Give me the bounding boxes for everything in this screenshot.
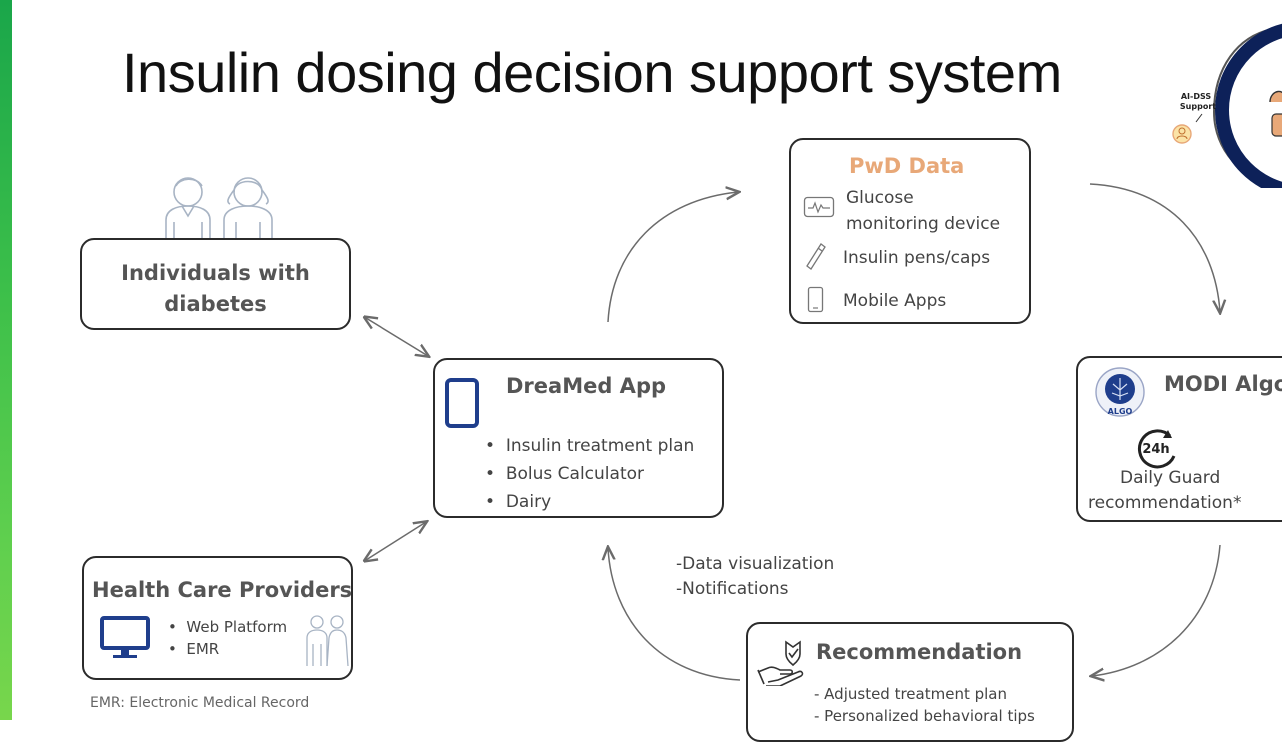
recommendation-item-1: - Adjusted treatment plan xyxy=(814,685,1007,703)
hcp-bullet-2-text: EMR xyxy=(186,640,220,658)
people-icon xyxy=(165,177,273,238)
insulin-pen-icon xyxy=(806,243,826,270)
slide-left-accent-strip xyxy=(0,0,12,720)
app-bullet-1: • Insulin treatment plan xyxy=(485,436,695,456)
hcp-bullet-1: • Web Platform xyxy=(168,618,288,636)
pwd-data-box: PwD Data Glucose monitoring device Insul… xyxy=(789,138,1031,324)
modi-caption-line2: recommendation* xyxy=(1088,493,1242,513)
arrow-app-to-pwd-data xyxy=(607,192,738,323)
hand-check-icon xyxy=(757,640,804,686)
ai-dss-line2: Support xyxy=(1180,102,1216,111)
arrow-pwd-data-to-modi xyxy=(1089,183,1220,312)
recommendation-title: Recommendation xyxy=(816,640,1023,664)
clock-24h-icon: 24h xyxy=(1137,429,1176,469)
pwd-data-item-insulin-pens: Insulin pens/caps xyxy=(843,248,991,268)
clock-24h-text: 24h xyxy=(1142,442,1169,457)
hcp-bullet-2: • EMR xyxy=(168,640,220,658)
arrow-modi-to-recommendation xyxy=(1092,544,1221,676)
pwd-data-item-monitoring-device: monitoring device xyxy=(846,214,1001,234)
arrow-individuals-app xyxy=(366,318,428,356)
modi-algo-box: ALGO MODI Algo 24h Daily Guard recommend… xyxy=(1076,356,1282,522)
mobile-phone-icon xyxy=(807,286,824,313)
monitor-icon xyxy=(100,616,150,658)
individuals-label-line1: Individuals with xyxy=(121,261,310,285)
individuals-box: Individuals with diabetes xyxy=(80,238,351,330)
hcp-bullet-1-text: Web Platform xyxy=(186,618,288,636)
app-bullet-2: • Bolus Calculator xyxy=(485,464,644,484)
arrow-recommendation-to-app xyxy=(608,548,741,681)
dreamed-app-title: DreaMed App xyxy=(506,374,667,398)
flow-note-data-visualization: -Data visualization xyxy=(676,554,835,574)
arrow-hcp-app xyxy=(366,522,426,560)
hcp-box: Health Care Providers • Web Platform • E… xyxy=(82,556,353,680)
slide-title: Insulin dosing decision support system xyxy=(122,41,1062,104)
ai-dss-line1: AI-DSS xyxy=(1181,92,1212,101)
modi-algo-title: MODI Algo xyxy=(1164,372,1282,396)
algo-logo-text: ALGO xyxy=(1108,407,1133,416)
tablet-icon xyxy=(445,378,479,428)
modi-caption-line1: Daily Guard xyxy=(1120,468,1221,488)
individuals-label-line2: diabetes xyxy=(164,292,267,316)
app-bullet-3-text: Dairy xyxy=(505,492,552,512)
hcp-footnote: EMR: Electronic Medical Record xyxy=(90,695,310,711)
app-bullet-3: • Dairy xyxy=(485,492,552,512)
pwd-data-item-glucose: Glucose xyxy=(846,188,914,208)
glucose-monitor-icon xyxy=(803,196,835,218)
doctors-icon xyxy=(306,615,349,667)
flow-note-notifications: -Notifications xyxy=(676,579,789,599)
recommendation-box: Recommendation - Adjusted treatment plan… xyxy=(746,622,1074,742)
dreamed-app-box: DreaMed App • Insulin treatment plan • B… xyxy=(433,358,724,518)
hcp-title: Health Care Providers xyxy=(92,578,353,602)
pwd-data-item-mobile-apps: Mobile Apps xyxy=(843,291,947,311)
ai-dss-badge: AI-DSS Support xyxy=(1172,23,1282,188)
recommendation-item-2: - Personalized behavioral tips xyxy=(814,707,1035,725)
app-bullet-2-text: Bolus Calculator xyxy=(505,464,644,484)
pwd-data-title: PwD Data xyxy=(849,154,965,178)
algo-logo-icon: ALGO xyxy=(1095,367,1145,417)
app-bullet-1-text: Insulin treatment plan xyxy=(505,436,695,456)
